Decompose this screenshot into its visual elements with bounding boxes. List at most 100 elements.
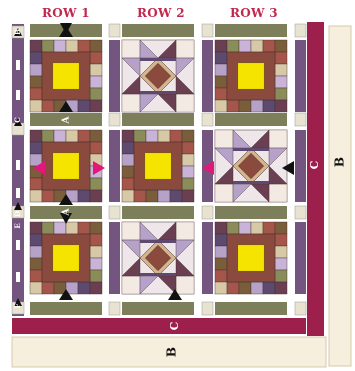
sashing-cornerstone xyxy=(201,23,214,38)
block-border-patch xyxy=(121,153,135,167)
block-border-patch xyxy=(226,39,240,53)
sashing-cornerstone xyxy=(294,23,307,38)
left-strip-marker xyxy=(16,240,20,250)
block-border-patch xyxy=(89,39,103,53)
block-border-patch xyxy=(41,189,55,203)
sashing-horizontal xyxy=(215,24,287,37)
block-border-patch xyxy=(29,63,43,77)
star-accent xyxy=(140,58,176,61)
block-border-patch xyxy=(89,281,103,295)
block-border-patch xyxy=(157,129,171,143)
star-point xyxy=(121,75,141,95)
left-strip-label: B xyxy=(13,29,22,35)
sashing-horizontal xyxy=(122,206,194,219)
sashing-horizontal xyxy=(215,302,287,315)
sashing-vertical xyxy=(109,130,120,202)
star-point xyxy=(214,165,234,185)
block-border-patch xyxy=(250,221,264,235)
block-border-patch xyxy=(214,269,228,283)
left-strip-arrow xyxy=(14,28,22,36)
block-border-patch xyxy=(121,141,135,155)
star-corner-patch xyxy=(121,221,141,241)
left-strip-arrow xyxy=(14,118,22,126)
star-point xyxy=(121,257,141,277)
arrow-black-up xyxy=(59,289,73,300)
sashing-cornerstone xyxy=(108,112,121,127)
block-center-square xyxy=(144,152,172,180)
block-square-in-square xyxy=(29,39,103,113)
block-border-patch xyxy=(274,233,288,247)
block-border-patch xyxy=(238,39,252,53)
outer-bottom-border-label: B xyxy=(165,347,179,357)
left-strip-marker xyxy=(16,90,20,100)
inner-right-border-label: C xyxy=(308,160,321,169)
block-border-patch xyxy=(274,87,288,101)
block-border-patch xyxy=(29,75,43,89)
block-border-patch xyxy=(53,221,67,235)
block-border-patch xyxy=(41,99,55,113)
block-border-patch xyxy=(133,189,147,203)
block-border-patch xyxy=(214,87,228,101)
block-border-patch xyxy=(121,165,135,179)
block-border-patch xyxy=(274,257,288,271)
block-star xyxy=(214,129,288,203)
block-border-patch xyxy=(238,221,252,235)
block-border-patch xyxy=(214,281,228,295)
block-border-patch xyxy=(29,51,43,65)
star-corner-patch xyxy=(268,183,288,203)
star-point xyxy=(268,147,288,167)
block-center-square xyxy=(52,244,80,272)
block-border-patch xyxy=(214,221,228,235)
block-border-patch xyxy=(89,233,103,247)
left-strip-arrow xyxy=(14,298,22,306)
block-border-patch xyxy=(41,39,55,53)
block-border-patch xyxy=(29,99,43,113)
block-star xyxy=(121,221,195,295)
block-border-patch xyxy=(89,257,103,271)
sashing-vertical xyxy=(202,40,213,112)
star-point xyxy=(121,239,141,259)
star-corner-patch xyxy=(121,275,141,295)
block-border-patch xyxy=(250,39,264,53)
left-strip-marker xyxy=(16,160,20,170)
outer-border-bottom xyxy=(11,336,327,368)
sashing-label-a: A xyxy=(62,115,72,124)
star-corner-patch xyxy=(175,275,195,295)
sashing-horizontal xyxy=(122,24,194,37)
arrow-pink-left xyxy=(33,161,45,175)
sashing-vertical xyxy=(202,222,213,294)
block-border-patch xyxy=(65,39,79,53)
star-point xyxy=(214,147,234,167)
sashing-cornerstone xyxy=(201,112,214,127)
row-2-label: ROW 2 xyxy=(137,6,185,20)
star-accent xyxy=(233,181,269,184)
block-border-patch xyxy=(214,257,228,271)
block-border-patch xyxy=(250,99,264,113)
block-border-patch xyxy=(41,129,55,143)
sashing-horizontal xyxy=(30,206,102,219)
left-strip-marker xyxy=(16,188,20,198)
block-border-patch xyxy=(181,153,195,167)
star-center-diamond xyxy=(144,244,172,272)
sashing-cornerstone xyxy=(294,112,307,127)
block-border-patch xyxy=(29,129,43,143)
star-point xyxy=(268,165,288,185)
block-border-patch xyxy=(121,177,135,191)
sashing-cornerstone xyxy=(294,205,307,220)
block-border-patch xyxy=(250,281,264,295)
block-star xyxy=(121,39,195,113)
sashing-cornerstone xyxy=(108,301,121,316)
block-border-patch xyxy=(29,281,43,295)
block-border-patch xyxy=(181,141,195,155)
sashing-label-a: A xyxy=(62,207,72,216)
star-accent xyxy=(233,148,269,151)
star-accent xyxy=(140,240,176,243)
block-square-in-square xyxy=(214,39,288,113)
sashing-cornerstone xyxy=(294,301,307,316)
star-corner-patch xyxy=(175,221,195,241)
sashing-cornerstone xyxy=(201,301,214,316)
block-border-patch xyxy=(274,281,288,295)
block-border-patch xyxy=(121,129,135,143)
